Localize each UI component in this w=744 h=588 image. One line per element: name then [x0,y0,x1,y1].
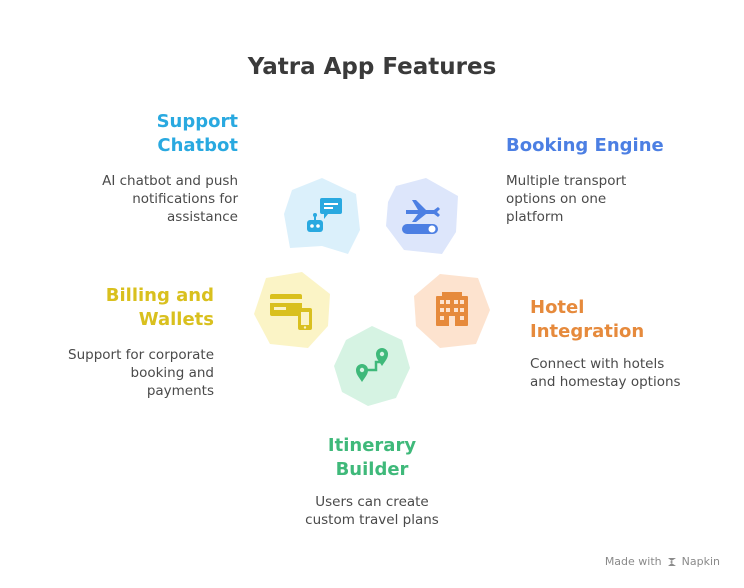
hotel-heading: Hotel Integration [530,296,720,344]
chatbot-icon [307,198,342,232]
chatbot-desc-line2: notifications for [132,191,238,207]
chatbot-heading: Support Chatbot [118,110,238,158]
napkin-logo-icon [666,556,678,568]
chatbot-heading-line1: Support [156,111,238,132]
hotel-desc-line2: and homestay options [530,374,681,390]
itinerary-heading-line1: Itinerary [327,435,417,456]
napkin-watermark: Made with Napkin [605,555,720,568]
hotel-desc-line1: Connect with hotels [530,356,665,372]
billing-heading-line1: Billing and [105,285,214,306]
booking-heading: Booking Engine [506,134,706,158]
route-pins-icon [356,348,388,382]
itinerary-hexagon [332,326,412,406]
hotel-description: Connect with hotels and homestay options [530,355,730,391]
page-title: Yatra App Features [247,54,497,80]
itinerary-heading-line2: Builder [335,459,409,480]
itinerary-desc-line2: custom travel plans [305,512,439,528]
itinerary-heading: Itinerary Builder [272,434,472,482]
hotel-hexagon [412,270,492,350]
hotel-heading-line2: Integration [530,321,645,342]
booking-desc-line2: options on one [506,191,607,207]
itinerary-desc-line1: Users can create [315,494,429,510]
watermark-prefix: Made with [604,555,662,568]
billing-description: Support for corporate booking and paymen… [34,346,214,400]
hotel-heading-line1: Hotel [530,297,585,318]
booking-hexagon [382,176,462,256]
billing-hexagon [252,270,332,350]
chatbot-description: AI chatbot and push notifications for as… [58,172,238,226]
booking-desc-line3: platform [506,209,564,225]
chatbot-desc-line3: assistance [167,209,238,225]
chatbot-heading-line2: Chatbot [157,135,238,156]
billing-heading: Billing and Wallets [74,284,214,332]
billing-desc-line2: booking and [130,365,214,381]
itinerary-description: Users can create custom travel plans [262,493,482,529]
booking-heading-line1: Booking Engine [506,135,664,156]
booking-description: Multiple transport options on one platfo… [506,172,706,226]
chatbot-hexagon [282,176,362,256]
chatbot-desc-line1: AI chatbot and push [102,173,238,189]
billing-heading-line2: Wallets [138,309,214,330]
billing-desc-line1: Support for corporate [68,347,214,363]
plane-toggle-icon [402,200,440,234]
booking-desc-line1: Multiple transport [506,173,627,189]
watermark-brand: Napkin [681,555,720,568]
card-phone-icon [270,294,312,330]
billing-desc-line3: payments [146,383,214,399]
